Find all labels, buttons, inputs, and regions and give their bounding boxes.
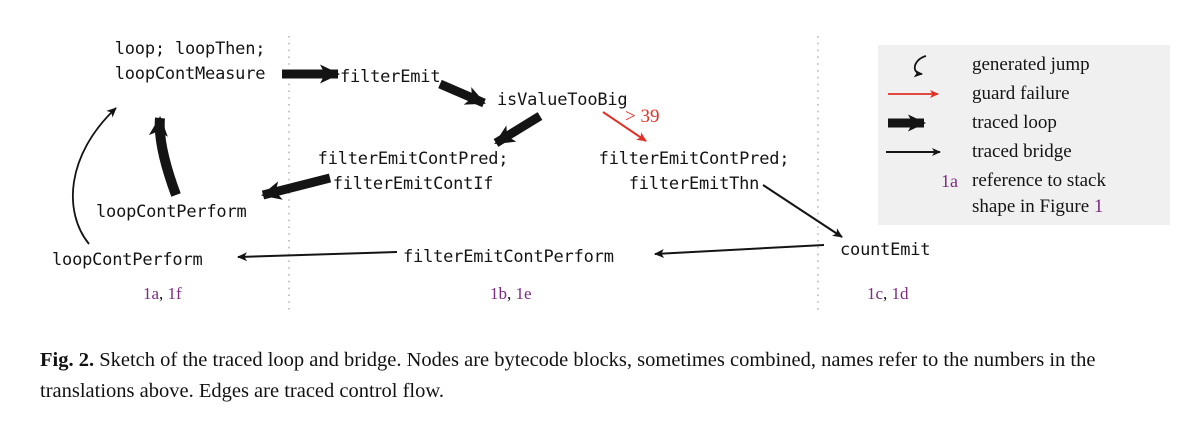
- stack-label-left: 1a, 1f: [143, 284, 182, 304]
- edge-generated-jump-to-loop: [71, 107, 117, 245]
- node-countemit: countEmit: [840, 240, 931, 260]
- legend-row-stack-reference-cont: shape in Figure 1: [878, 193, 1170, 221]
- edge-filteremitcontif-to-loopcontperform: [261, 173, 332, 200]
- guard-failure-label: > 39: [625, 106, 660, 127]
- node-filteremitthn: filterEmitContPred; filterEmitThn: [598, 149, 790, 194]
- node-filteremitcontif: filterEmitContPred; filterEmitContIf: [317, 149, 509, 194]
- stack-label-left-second: 1f: [167, 284, 182, 303]
- node-loopcontperform-bottom: loopContPerform: [52, 250, 203, 270]
- legend-stack-reference-figure-number: 1: [1093, 196, 1104, 217]
- edge-filteremitthn-to-countemit: [762, 184, 843, 238]
- node-loop: loop; loopThen; loopContMeasure: [114, 39, 266, 84]
- edge-filteremit-to-isvaluetoobig: [438, 79, 486, 108]
- stack-label-right: 1c, 1d: [867, 284, 909, 304]
- node-isvaluetoobig: isValueTooBig: [497, 90, 628, 110]
- legend-label-traced-loop: traced loop: [972, 112, 1057, 133]
- legend-label-generated-jump: generated jump: [972, 54, 1090, 75]
- stack-label-middle-sep: ,: [507, 284, 516, 303]
- legend-row-generated-jump: generated jump: [878, 51, 1170, 79]
- edge-guard-failure: [602, 111, 647, 142]
- stack-label-middle-second: 1e: [515, 284, 532, 303]
- stack-label-right-first: 1c: [867, 284, 884, 303]
- legend-row-guard-failure: guard failure: [878, 80, 1170, 108]
- legend-label-guard-failure: guard failure: [972, 83, 1070, 104]
- traced-loop-icon: [878, 109, 964, 137]
- traced-bridge-icon: [878, 138, 964, 166]
- legend-label-traced-bridge: traced bridge: [972, 141, 1072, 162]
- edge-countemit-to-filteremitcontperform: [654, 244, 825, 259]
- generated-jump-icon: [878, 51, 964, 79]
- edge-isvaluetoobig-to-filteremitcontif: [493, 112, 543, 147]
- legend-label-stack-reference-line2: shape in Figure 1: [972, 193, 1103, 221]
- figure-caption-text: Sketch of the traced loop and bridge. No…: [40, 349, 1096, 402]
- edge-loopcontperform-to-loop: [148, 116, 181, 197]
- guard-failure-icon: [878, 80, 964, 108]
- stack-label-left-sep: ,: [159, 284, 168, 303]
- stack-label-right-second: 1d: [891, 284, 909, 303]
- legend-row-traced-loop: traced loop: [878, 109, 1170, 137]
- legend-stack-reference-line2-text: shape in Figure: [972, 196, 1094, 217]
- edge-filteremitcontperform-to-loopcontperform: [237, 251, 398, 262]
- legend-row-stack-reference: 1a reference to stack: [878, 167, 1170, 195]
- node-filteremit: filterEmit: [340, 67, 441, 87]
- stack-label-left-first: 1a: [143, 284, 160, 303]
- node-filteremitcontperform: filterEmitContPerform: [403, 247, 614, 267]
- figure-caption-label: Fig. 2.: [40, 349, 95, 371]
- stack-label-middle-first: 1b: [490, 284, 507, 303]
- legend-stack-reference-key: 1a: [941, 171, 958, 191]
- stack-label-middle: 1b, 1e: [490, 284, 532, 304]
- node-loopcontperform-mid: loopContPerform: [96, 202, 247, 222]
- stack-label-right-sep: ,: [883, 284, 892, 303]
- legend-label-stack-reference: reference to stack: [972, 170, 1106, 191]
- legend-box: generated jump guard failure: [878, 45, 1170, 225]
- legend-row-traced-bridge: traced bridge: [878, 138, 1170, 166]
- figure-caption: Fig. 2. Sketch of the traced loop and br…: [40, 345, 1175, 407]
